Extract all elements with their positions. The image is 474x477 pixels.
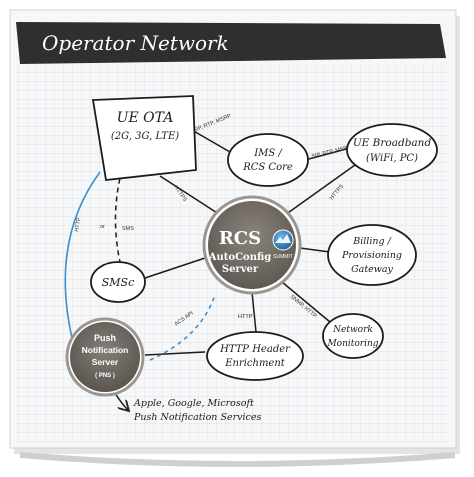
edge-label-or: or <box>100 224 105 230</box>
edge-rcs-billing <box>299 247 331 253</box>
billing-line2: Provisioning <box>341 250 402 261</box>
edge-label-sms: SMS <box>122 226 134 232</box>
annotation-line1: Apple, Google, Microsoft <box>133 398 254 409</box>
push-line1: Push <box>94 333 116 343</box>
rcs-line1: RCS <box>219 228 261 249</box>
rcs-line2: AutoConfig <box>208 252 271 263</box>
monitoring-line1: Network <box>332 325 373 335</box>
node-ue-ota: UE OTA (2G, 3G, LTE) <box>91 95 197 181</box>
enrichment-line2: Enrichment <box>224 358 286 369</box>
summit-logo-icon: SUMMIT <box>272 229 294 260</box>
edge-broadband-rcs <box>284 164 356 216</box>
ims-line2: RCS Core <box>242 162 293 173</box>
header-title: Operator Network <box>42 31 229 55</box>
node-http-header-enrichment: HTTP Header Enrichment <box>206 331 304 381</box>
edge-broadband-ims <box>304 147 351 161</box>
edge-rcs-monitoring <box>281 281 331 323</box>
header-bar: Operator Network <box>16 22 446 64</box>
billing-line1: Billing / <box>352 236 391 247</box>
node-billing-gateway: Billing / Provisioning Gateway <box>327 224 417 286</box>
summit-logo-text: SUMMIT <box>273 254 293 260</box>
rcs-line3: Server <box>222 264 259 275</box>
node-smsc: SMSc <box>90 261 146 303</box>
edge-label-http-push: HTTP <box>74 217 82 233</box>
push-line2: Notification <box>82 345 129 355</box>
node-push-notification-server: Push Notification Server ( PNS ) <box>65 317 145 397</box>
ue-ota-title: UE OTA <box>117 110 174 126</box>
edge-smsc-rcs <box>144 257 206 279</box>
edge-ue-push-blue <box>64 171 101 339</box>
smsc-label: SMSc <box>102 276 135 289</box>
edge-push-enrichment <box>144 351 206 356</box>
ue-ota-subtitle: (2G, 3G, LTE) <box>111 131 179 142</box>
edge-rcs-enrichment <box>251 291 257 333</box>
enrichment-line1: HTTP Header <box>219 344 291 355</box>
node-network-monitoring: Network Monitoring <box>322 313 384 359</box>
billing-line3: Gateway <box>351 264 393 275</box>
ims-line1: IMS / <box>253 148 283 159</box>
node-ue-broadband: UE Broadband (WiFi, PC) <box>346 123 438 177</box>
ue-broadband-subtitle: (WiFi, PC) <box>366 153 418 164</box>
edge-label-http-enrich: HTTP <box>238 314 253 320</box>
ue-broadband-title: UE Broadband <box>353 137 432 149</box>
push-services-annotation: Apple, Google, Microsoft Push Notificati… <box>133 398 261 423</box>
annotation-line2: Push Notification Services <box>133 412 261 423</box>
monitoring-line2: Monitoring <box>326 339 378 349</box>
edge-push-rcs-blue-dashed <box>149 294 216 361</box>
node-rcs-autoconfig-server: RCS AutoConfig Server SUMMIT <box>202 195 302 295</box>
push-line4: ( PNS ) <box>95 373 115 379</box>
push-line3: Server <box>92 357 119 367</box>
node-ims-rcs-core: IMS / RCS Core <box>227 133 309 187</box>
